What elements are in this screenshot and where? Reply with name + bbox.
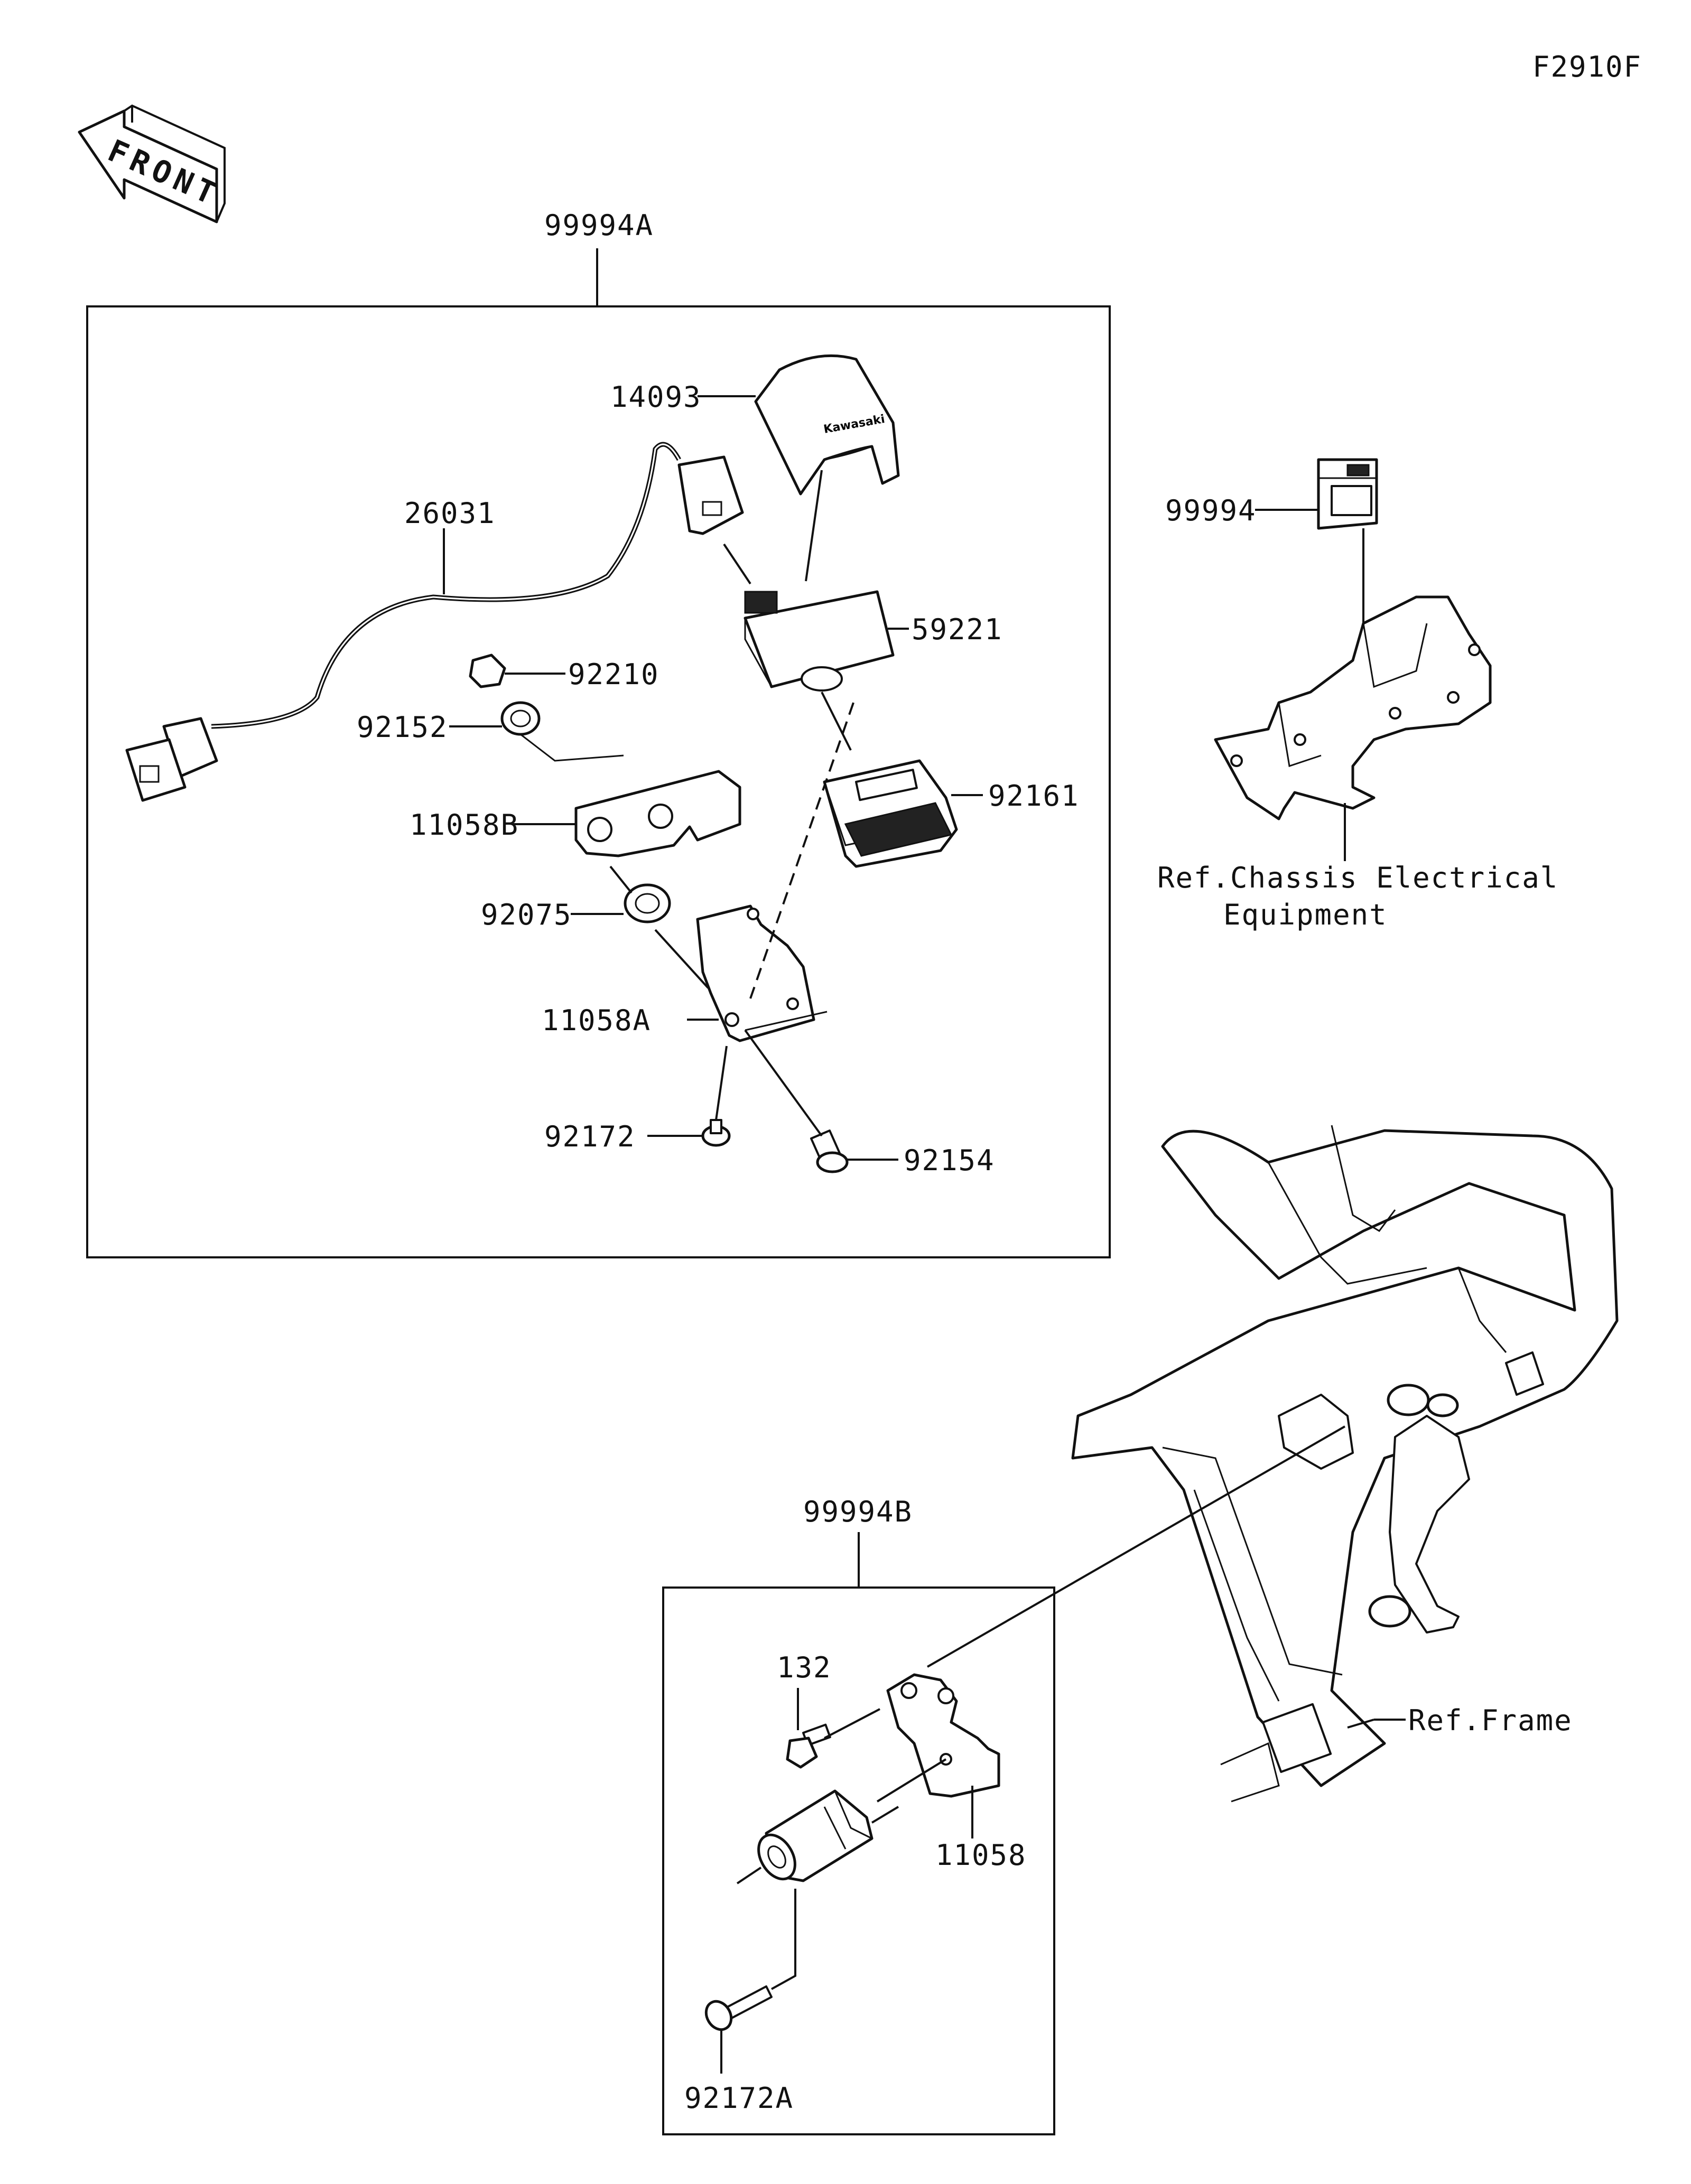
bracket-b-part xyxy=(574,770,741,857)
nut-part xyxy=(469,654,506,688)
figure-code: F2910F xyxy=(1532,50,1642,83)
end-connector-part xyxy=(125,717,218,802)
label-screw-c: 92172A xyxy=(684,2082,794,2115)
label-bracket: 11058 xyxy=(935,1838,1027,1872)
connector-part xyxy=(677,455,744,535)
screw-c-part xyxy=(704,1985,773,2031)
damper-part xyxy=(624,883,671,923)
label-cover: 14093 xyxy=(610,380,702,414)
label-relay: 99994 xyxy=(1165,494,1257,527)
front-arrow-icon: FRONT xyxy=(78,104,226,223)
relay-part xyxy=(1317,458,1378,530)
kit-a-box xyxy=(86,305,1111,1258)
unit-part xyxy=(744,590,895,692)
ref-frame: Ref.Frame xyxy=(1408,1704,1573,1737)
frame-part xyxy=(1071,1125,1619,1803)
label-holder: 92161 xyxy=(988,779,1080,813)
spacer-part xyxy=(500,701,541,736)
cover-part: Kawasaki xyxy=(754,354,900,496)
label-spacer: 92152 xyxy=(357,711,448,744)
label-nut: 92210 xyxy=(568,658,659,691)
label-harness: 26031 xyxy=(404,497,496,530)
bracket-a-part xyxy=(696,904,828,1042)
label-damper: 92075 xyxy=(481,898,572,931)
bolt-part xyxy=(786,1723,831,1769)
chassis-bracket xyxy=(1214,595,1492,820)
label-bracket-b: 11058B xyxy=(410,808,519,842)
bracket-part xyxy=(886,1673,1000,1798)
label-unit: 59221 xyxy=(912,613,1003,646)
switch-part xyxy=(736,1789,899,1884)
group-label-kit-a: 99994A xyxy=(544,209,654,242)
screw-a-part xyxy=(701,1119,731,1147)
holder-part xyxy=(823,759,958,868)
label-screw-a: 92172 xyxy=(544,1120,636,1153)
group-label-kit-b: 99994B xyxy=(803,1495,913,1528)
screw-b-part xyxy=(810,1130,849,1173)
ref-chassis-line2: Equipment xyxy=(1223,898,1388,931)
label-screw-b: 92154 xyxy=(904,1144,995,1177)
label-bolt: 132 xyxy=(777,1651,832,1684)
label-bracket-a: 11058A xyxy=(542,1004,651,1037)
ref-chassis-line1: Ref.Chassis Electrical xyxy=(1157,861,1558,894)
kit-b-box xyxy=(662,1586,1055,2135)
